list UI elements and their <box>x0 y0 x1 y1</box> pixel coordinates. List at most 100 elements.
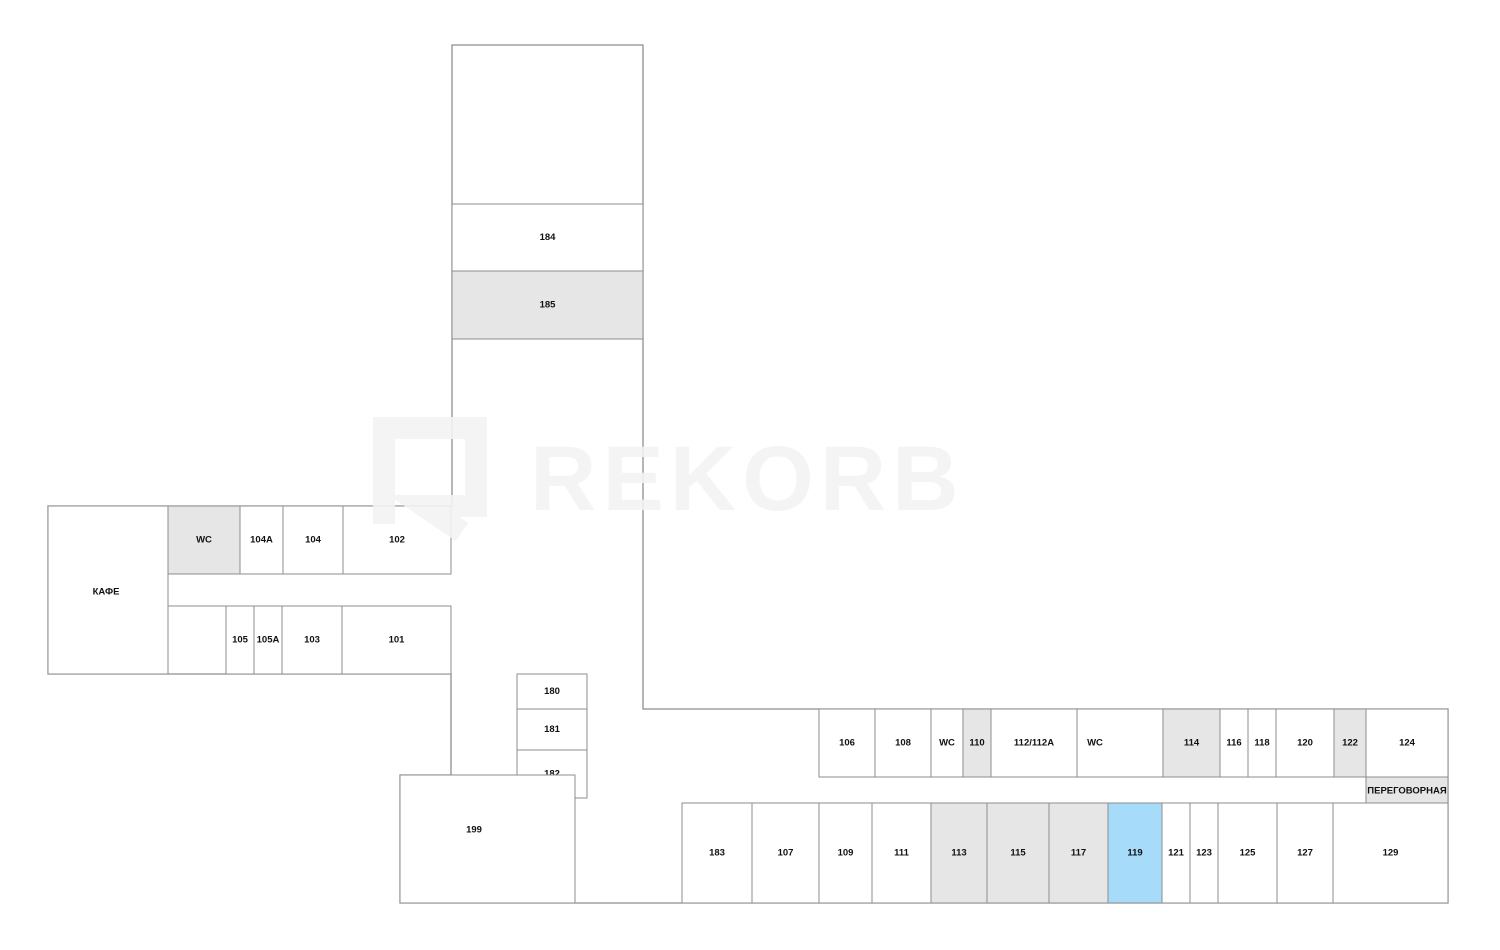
room-shape[interactable] <box>681 802 753 904</box>
room-shape[interactable] <box>516 673 588 710</box>
room-label: 118 <box>1254 738 1269 749</box>
room-wc1[interactable]: WC <box>167 505 241 575</box>
room-110[interactable]: 110 <box>962 708 992 778</box>
room-108[interactable]: 108 <box>874 708 932 778</box>
room-111[interactable]: 111 <box>871 802 932 904</box>
room-shape[interactable] <box>874 708 932 778</box>
room-label: 105A <box>257 635 280 646</box>
room-shape[interactable] <box>1332 802 1449 904</box>
room-184[interactable]: 184 <box>451 203 644 272</box>
room-105a[interactable]: 105A <box>253 605 283 675</box>
room-label: 123 <box>1196 848 1212 859</box>
room-118[interactable]: 118 <box>1247 708 1277 778</box>
room-129[interactable]: 129 <box>1332 802 1449 904</box>
room-label: 116 <box>1226 738 1241 749</box>
room-shape[interactable] <box>451 203 644 272</box>
room-shape[interactable] <box>451 270 644 340</box>
room-127[interactable]: 127 <box>1276 802 1334 904</box>
room-shape[interactable] <box>1219 708 1249 778</box>
room-shape[interactable] <box>1247 708 1277 778</box>
room-label: 129 <box>1383 848 1399 859</box>
room-180[interactable]: 180 <box>516 673 588 710</box>
room-label: 104 <box>305 535 322 546</box>
room-101[interactable]: 101 <box>341 605 452 675</box>
room-label: 105 <box>232 635 249 646</box>
room-wc3[interactable]: WC <box>1076 708 1164 778</box>
room-shape[interactable] <box>818 802 873 904</box>
room-label: 110 <box>969 738 984 749</box>
room-label: 102 <box>389 535 405 546</box>
room-shape[interactable] <box>818 708 876 778</box>
room-103[interactable]: 103 <box>281 605 343 675</box>
room-shape[interactable] <box>282 505 344 575</box>
room-label: 107 <box>778 848 794 859</box>
room-shape[interactable] <box>990 708 1078 778</box>
room-107[interactable]: 107 <box>751 802 820 904</box>
room-105[interactable]: 105 <box>225 605 255 675</box>
room-115[interactable]: 115 <box>986 802 1050 904</box>
room-114[interactable]: 114 <box>1162 708 1221 778</box>
room-label: 111 <box>894 848 910 859</box>
room-cafe[interactable]: КАФЕ <box>47 505 169 675</box>
room-label: 119 <box>1127 848 1142 859</box>
room-121[interactable]: 121 <box>1161 802 1191 904</box>
room-shape[interactable] <box>47 505 169 675</box>
room-label: 199 <box>466 825 482 836</box>
room-shape[interactable] <box>1217 802 1278 904</box>
room-shape[interactable] <box>1276 802 1334 904</box>
room-shape[interactable] <box>399 774 576 904</box>
room-shape[interactable] <box>871 802 932 904</box>
room-shape[interactable] <box>341 605 452 675</box>
room-shape[interactable] <box>962 708 992 778</box>
room-label: 108 <box>895 738 911 749</box>
room-104a[interactable]: 104A <box>239 505 284 575</box>
room-183[interactable]: 183 <box>681 802 753 904</box>
room-120[interactable]: 120 <box>1275 708 1335 778</box>
room-shape[interactable] <box>516 708 588 751</box>
room-112[interactable]: 112/112A <box>990 708 1078 778</box>
room-label: 114 <box>1184 738 1200 749</box>
room-shape[interactable] <box>751 802 820 904</box>
room-shape[interactable] <box>225 605 255 675</box>
room-shape[interactable] <box>281 605 343 675</box>
room-113[interactable]: 113 <box>930 802 988 904</box>
room-185[interactable]: 185 <box>451 270 644 340</box>
room-shape[interactable] <box>1048 802 1109 904</box>
room-label: 124 <box>1399 738 1416 749</box>
room-shape[interactable] <box>1107 802 1163 904</box>
room-wc2[interactable]: WC <box>930 708 964 778</box>
room-109[interactable]: 109 <box>818 802 873 904</box>
room-label: 115 <box>1010 848 1026 859</box>
room-shape[interactable] <box>1365 708 1449 778</box>
room-199[interactable]: 199 <box>399 774 576 904</box>
room-125[interactable]: 125 <box>1217 802 1278 904</box>
room-label: 180 <box>544 686 560 697</box>
room-label: WC <box>939 738 955 749</box>
room-meet[interactable]: ПЕРЕГОВОРНАЯ <box>1365 776 1449 804</box>
room-181[interactable]: 181 <box>516 708 588 751</box>
room-shape[interactable] <box>239 505 284 575</box>
room-122[interactable]: 122 <box>1333 708 1367 778</box>
room-shape[interactable] <box>1161 802 1191 904</box>
room-shape[interactable] <box>930 708 964 778</box>
room-124[interactable]: 124 <box>1365 708 1449 778</box>
room-116[interactable]: 116 <box>1219 708 1249 778</box>
room-label: WC <box>1087 738 1103 749</box>
room-117[interactable]: 117 <box>1048 802 1109 904</box>
room-119[interactable]: 119 <box>1107 802 1163 904</box>
room-label: 183 <box>709 848 725 859</box>
room-shape[interactable] <box>1162 708 1221 778</box>
room-shape[interactable] <box>1333 708 1367 778</box>
room-label: ПЕРЕГОВОРНАЯ <box>1367 786 1447 797</box>
room-shape[interactable] <box>253 605 283 675</box>
room-106[interactable]: 106 <box>818 708 876 778</box>
room-shape[interactable] <box>1189 802 1219 904</box>
room-104[interactable]: 104 <box>282 505 344 575</box>
room-shape[interactable] <box>930 802 988 904</box>
room-123[interactable]: 123 <box>1189 802 1219 904</box>
room-label: 112/112A <box>1014 738 1054 749</box>
room-label: 113 <box>951 848 966 859</box>
room-label: 109 <box>838 848 854 859</box>
room-label: 120 <box>1297 738 1313 749</box>
